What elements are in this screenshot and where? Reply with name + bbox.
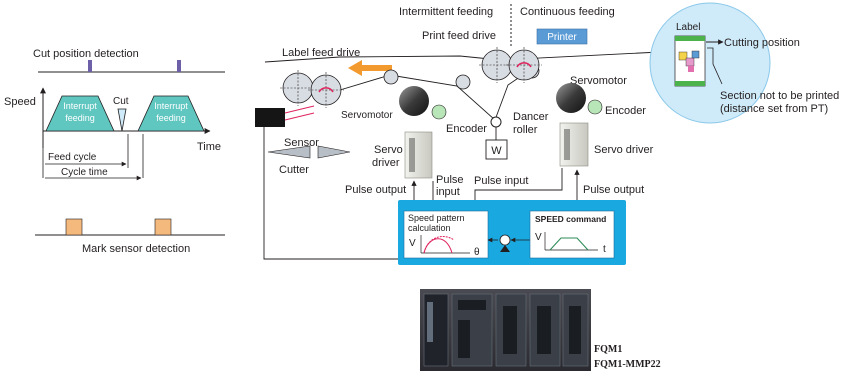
interrupt-feeding-shape-2: [137, 95, 205, 132]
dancer-roller: [490, 116, 502, 128]
weight-box: [485, 139, 508, 160]
feed-cycle-label: Feed cycle: [48, 152, 97, 163]
printer-label: Printer: [547, 32, 577, 43]
sensor-label: Sensor: [284, 137, 319, 149]
sensor-box: [255, 108, 285, 127]
svg-text:Interrupt: Interrupt: [63, 101, 97, 111]
svg-text:Interrupt: Interrupt: [154, 101, 188, 111]
pulse-input-left-label-1: Pulse: [436, 174, 464, 186]
cycle-time-label: Cycle time: [61, 167, 108, 178]
cut-marker-2: [177, 60, 181, 72]
servo-driver-right: [559, 122, 589, 167]
cutting-position-label: Cutting position: [724, 37, 800, 49]
encoder-left: [431, 104, 447, 120]
svg-text:feeding: feeding: [65, 113, 95, 123]
label-detail: Label Cutting position Section not to be…: [649, 2, 839, 124]
fqm1-hardware: FQM1 FQM1-MMP22: [420, 289, 661, 371]
feed-direction-arrow: [348, 60, 392, 76]
servo-driver-right-label: Servo driver: [594, 144, 654, 156]
model-label-2: FQM1-MMP22: [594, 359, 661, 370]
section-not-printed-label-1: Section not to be printed: [720, 90, 839, 102]
mark-sensor-pulse-1: [65, 218, 83, 236]
feed-mechanism: Intermittent feeding Continuous feeding …: [255, 4, 661, 260]
svg-text:calculation: calculation: [408, 223, 451, 233]
svg-text:V: V: [535, 232, 542, 243]
time-axis-label: Time: [197, 141, 221, 153]
cut-position-detection-label: Cut position detection: [33, 48, 139, 60]
servomotor-right-label: Servomotor: [570, 75, 627, 87]
web-path: [264, 51, 661, 121]
idler-roller-2: [455, 74, 471, 90]
encoder-right: [587, 99, 603, 115]
dancer-roller-label-2: roller: [513, 124, 538, 136]
pulse-input-right-label: Pulse input: [474, 175, 528, 187]
section-not-printed-label-2: (distance set from PT): [720, 103, 828, 115]
label-feed-drive-label: Label feed drive: [282, 47, 360, 59]
mark-sensor-pulse-2: [154, 218, 172, 236]
svg-text:t: t: [603, 244, 606, 255]
cutter-left: [267, 145, 311, 159]
speed-axis-label: Speed: [4, 96, 36, 108]
svg-text:θ: θ: [474, 247, 480, 258]
servo-driver-left-label-1: Servo: [374, 144, 403, 156]
print-feed-drive-label: Print feed drive: [422, 30, 496, 42]
cut-label: Cut: [113, 96, 129, 107]
timing-diagram: Cut position detection Speed Time Interr…: [4, 48, 225, 255]
servomotor-right: [556, 83, 586, 113]
idler-roller-1: [383, 69, 399, 85]
cutter-right: [317, 145, 351, 159]
pulse-input-right-line: [472, 168, 563, 206]
dancer-roller-label-1: Dancer: [513, 111, 549, 123]
cutter-label: Cutter: [279, 164, 309, 176]
interrupt-feeding-shape-1: [45, 95, 115, 132]
servomotor-left-label: Servomotor: [341, 110, 393, 121]
svg-text:SPEED command: SPEED command: [535, 214, 606, 224]
mark-sensor-detection-label: Mark sensor detection: [82, 243, 190, 255]
motion-controller: Speed pattern calculation V θ SPEED comm…: [398, 200, 626, 265]
svg-text:Speed pattern: Speed pattern: [408, 213, 465, 223]
pulse-input-left-label-2: input: [436, 186, 460, 198]
encoder-left-label: Encoder: [446, 123, 487, 135]
model-label-1: FQM1: [594, 344, 622, 355]
speed-pattern-box: [403, 210, 489, 259]
summing-junction: [499, 234, 511, 246]
weight-label: W: [491, 145, 502, 157]
printer-box: [536, 28, 588, 45]
cut-wedge: [117, 108, 127, 132]
label-text: Label: [676, 22, 700, 33]
servomotor-left: [399, 86, 429, 116]
continuous-feeding-label: Continuous feeding: [520, 6, 615, 18]
pulse-output-left-label: Pulse output: [345, 184, 406, 196]
intermittent-feeding-label: Intermittent feeding: [399, 6, 493, 18]
svg-text:feeding: feeding: [156, 113, 186, 123]
cut-marker-1: [88, 60, 92, 72]
svg-text:V: V: [409, 238, 416, 249]
servo-driver-left: [404, 131, 433, 179]
servo-driver-left-label-2: driver: [372, 157, 400, 169]
detail-circle: [649, 2, 771, 124]
pulse-output-right-label: Pulse output: [583, 184, 644, 196]
encoder-right-label: Encoder: [605, 105, 646, 117]
